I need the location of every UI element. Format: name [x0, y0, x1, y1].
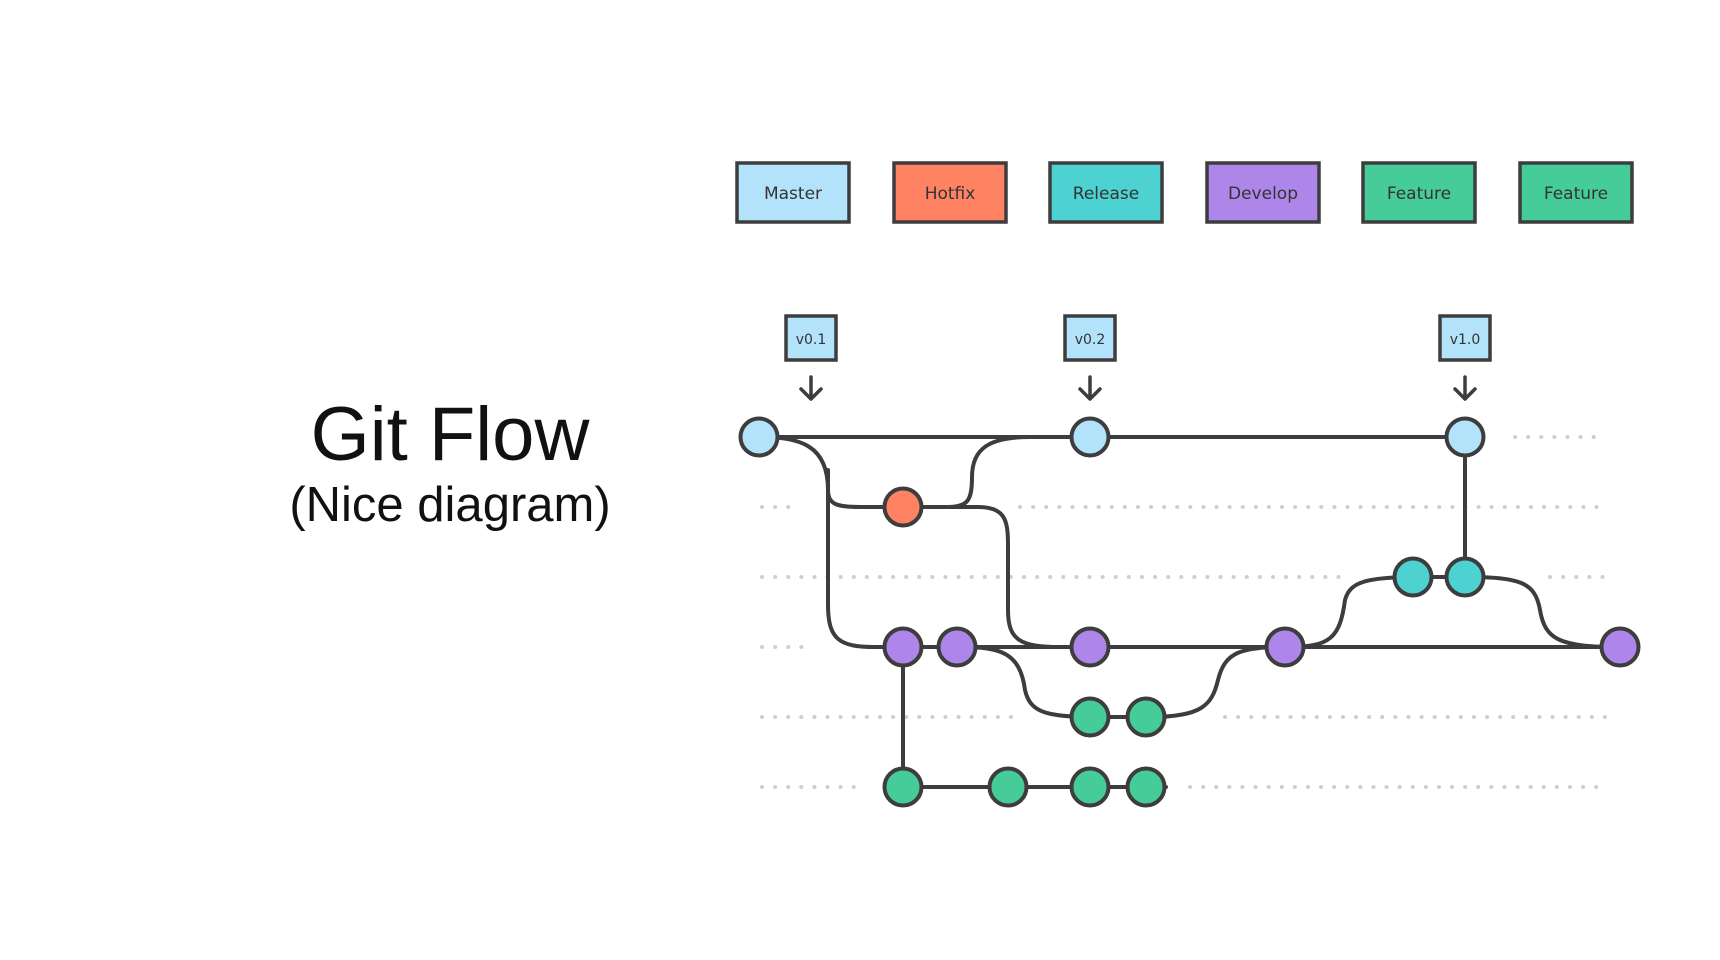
commit-develop	[1264, 626, 1306, 668]
tag-v0-1-box	[784, 314, 838, 362]
legend-hotfix-label: Hotfix	[925, 184, 976, 204]
legend-feature-2-label: Feature	[1544, 184, 1608, 204]
legend-release-swatch	[1048, 161, 1164, 224]
legend-hotfix: Hotfix	[892, 161, 1008, 224]
tag-v0-2-label: v0.2	[1075, 332, 1106, 348]
tag-v1-0: v1.0	[1438, 314, 1492, 401]
legend-develop: Develop	[1205, 161, 1321, 224]
commit-develop	[882, 626, 924, 668]
commit-feature	[882, 766, 924, 808]
commit-release	[1444, 556, 1486, 598]
commit-feature	[1069, 766, 1111, 808]
slide-subtitle: (Nice diagram)	[289, 477, 611, 532]
commit-feature	[1069, 696, 1111, 738]
branch-path-develop-to-feat1	[958, 645, 1290, 719]
legend-develop-swatch	[1205, 161, 1321, 224]
tag-v0-2: v0.2	[1063, 314, 1117, 401]
legend-hotfix-swatch	[892, 161, 1008, 224]
commit-hotfix	[882, 486, 924, 528]
legend-release-label: Release	[1073, 184, 1139, 204]
tag-v0-1-label: v0.1	[796, 332, 827, 348]
branch-path-master-to-hotfix	[757, 435, 905, 509]
legend-feature-2-swatch	[1518, 161, 1634, 224]
legend: Master Hotfix Release Develop Feature Fe…	[735, 161, 1634, 224]
tag-v1-0-label: v1.0	[1450, 332, 1481, 348]
arrow-down-icon	[799, 375, 823, 401]
legend-master: Master	[735, 161, 851, 224]
legend-feature-2: Feature	[1518, 161, 1634, 224]
commit-release	[1392, 556, 1434, 598]
commit-master	[1444, 416, 1486, 458]
legend-feature-1: Feature	[1361, 161, 1477, 224]
commit-master	[1069, 416, 1111, 458]
branch-path-master-to-develop	[826, 468, 905, 649]
legend-develop-label: Develop	[1228, 184, 1298, 204]
commit-feature	[1125, 766, 1167, 808]
version-tags: v0.1 v0.2 v1.0	[784, 314, 1492, 401]
commit-master	[738, 416, 780, 458]
legend-feature-1-label: Feature	[1387, 184, 1451, 204]
commit-develop	[1599, 626, 1641, 668]
tag-v1-0-box	[1438, 314, 1492, 362]
branch-path-develop-to-release	[1286, 575, 1467, 649]
tag-v0-2-box	[1063, 314, 1117, 362]
commit-develop	[936, 626, 978, 668]
title-block: Git Flow (Nice diagram)	[190, 395, 710, 533]
legend-master-swatch	[735, 161, 851, 224]
commits	[738, 416, 1641, 808]
legend-master-label: Master	[764, 184, 822, 204]
commit-feature	[1125, 696, 1167, 738]
arrow-down-icon	[1453, 375, 1477, 401]
tag-v0-1: v0.1	[784, 314, 838, 401]
branch-lines	[757, 435, 1622, 789]
commit-develop	[1069, 626, 1111, 668]
lane-guides	[760, 435, 1607, 789]
slide-title: Git Flow	[310, 392, 590, 477]
legend-feature-1-swatch	[1361, 161, 1477, 224]
branch-path-hotfix-to-develop	[901, 505, 1062, 649]
legend-release: Release	[1048, 161, 1164, 224]
commit-feature	[987, 766, 1029, 808]
branch-path-release-to-develop	[1463, 575, 1622, 649]
arrow-down-icon	[1078, 375, 1102, 401]
branch-path-hotfix-to-master	[901, 435, 1032, 509]
